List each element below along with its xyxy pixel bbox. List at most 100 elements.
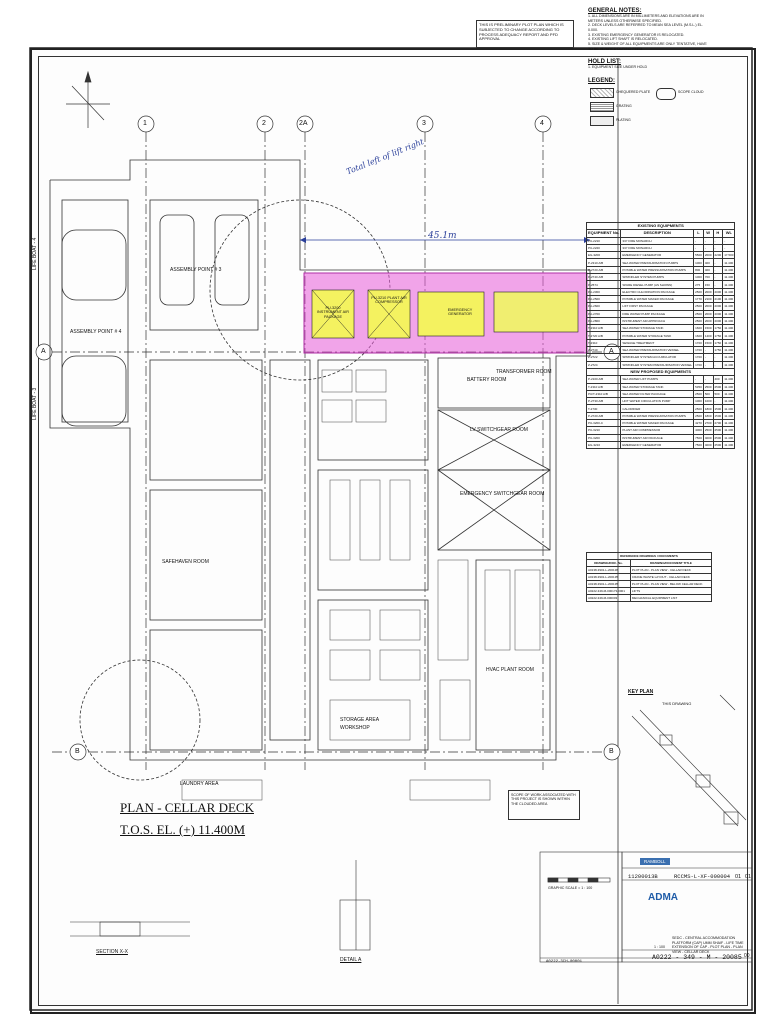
title-description: SEDC - CENTRAL ACCOMMODATION PLATFORM (C…	[672, 936, 744, 955]
table-cell: SPRINKLER SYSTEM ACCUMULATOR	[620, 353, 695, 362]
table-cell: 2200	[712, 251, 724, 260]
table-cell: POTABLE WATER PRESSURISATION PUMPS	[620, 411, 695, 421]
table-cell: SEA WATER LIFT PUMPS	[620, 375, 695, 384]
room-label: HVAC PLANT ROOM	[486, 667, 534, 673]
table-cell: 5350	[693, 382, 704, 391]
table-cell: 7500	[693, 433, 704, 442]
table-cell: POTABLE WATER MAKER PACKAGE	[620, 294, 695, 304]
table-cell: P-2730 A/B	[585, 397, 622, 406]
project-number: 11200013B	[628, 873, 658, 880]
table-cell: -	[712, 273, 724, 282]
general-notes-title: GENERAL NOTES:	[588, 8, 642, 14]
table-cell: 11.400	[722, 404, 736, 413]
table-cell: 800	[693, 265, 704, 275]
table-cell: -	[712, 243, 724, 253]
grid-col-4: 4	[540, 120, 544, 127]
handwritten-dimension: 45.1m	[428, 231, 457, 241]
table-cell: 1500	[712, 404, 724, 413]
table-cell: 2000	[702, 251, 714, 260]
bottom-code: A0222-3CH-00001	[546, 960, 583, 964]
table-cell: 11.400	[722, 426, 736, 435]
table-cell: 400	[712, 375, 724, 384]
table-cell: HOT WATER CIRCULATION PUMP	[620, 397, 695, 406]
table-cell: PU-2210	[585, 236, 622, 245]
table-cell: 2000	[712, 287, 724, 296]
key-plan-diagram	[631, 694, 747, 827]
table-cell: 275	[693, 280, 704, 289]
equipment-label: PU-3210 PLANT AIR COMPRESSOR	[371, 296, 407, 305]
table-cell: 2500	[712, 433, 724, 442]
table-cell: INSTRUMENT AIR APPROACH	[620, 316, 695, 326]
table-cell: 3/4" FIRE MONARCH	[620, 236, 695, 245]
table-cell: 2500	[693, 302, 704, 311]
table-cell: 1000	[693, 397, 704, 406]
table-cell: 1750	[712, 346, 724, 355]
table-cell: SPRINKLER SYSTEM PUMPS	[620, 273, 695, 282]
table-cell: -	[712, 236, 724, 245]
table-cell: 2500	[693, 404, 704, 413]
table-cell: 11.400	[722, 302, 736, 311]
table-cell: 1700	[693, 353, 704, 362]
table-cell: 2000	[712, 302, 724, 311]
legend-title: LEGEND:	[588, 78, 615, 85]
table-cell: 2500	[693, 411, 704, 421]
table-cell: SEA WATER STORAGE TANK	[620, 324, 695, 333]
equipment-label: EMERGENCY GENERATOR	[447, 308, 473, 317]
table-cell: 1600	[693, 331, 704, 340]
table-cell: P-2100 A/B	[585, 375, 622, 384]
table-header: EQUIPMENT No.	[585, 229, 622, 238]
table-cell: SPRINKLER SYSTEM PRESSURISATION VESSEL	[620, 360, 695, 369]
table-cell: 11.400	[722, 265, 736, 275]
table-cell: 5500	[693, 251, 704, 260]
table-cell: 2700	[702, 418, 714, 428]
table-cell: 11.400	[722, 273, 736, 282]
table-cell: SEWAGE TREATMENT	[620, 338, 695, 348]
table-cell: 1750	[712, 331, 724, 340]
table-cell: 3/4" FIRE MONARCH	[620, 243, 695, 253]
table-cell: 2500	[712, 382, 724, 391]
grid-col-2a: 2A	[299, 120, 308, 127]
table-cell: 11.400	[722, 346, 736, 355]
table-cell: T-2310 A/B	[585, 382, 622, 391]
table-cell: 1000	[693, 273, 704, 282]
table-cell: 4000	[693, 426, 704, 435]
table-cell: 2000	[712, 309, 724, 318]
table-cell: T-2730	[585, 404, 622, 413]
table-cell: 4000	[702, 433, 714, 442]
grid-row-b-right: B	[609, 748, 614, 755]
room-label: TRANSFORMER ROOM	[496, 369, 552, 375]
table-cell: 150	[702, 280, 714, 289]
grid-row-a: A	[41, 348, 46, 355]
key-plan-label: THIS DRAWING	[662, 701, 692, 706]
room-label: EMERGENCY SWITCHGEAR ROOM	[460, 491, 545, 497]
reference-title: REFERENCE DRAWINGS / DOCUMENTS	[586, 552, 712, 560]
grid-col-3: 3	[422, 120, 426, 127]
table-cell: -	[702, 353, 714, 362]
legend-label: GRATING	[616, 104, 632, 109]
table-cell: 1700	[693, 360, 704, 369]
table-cell: INSTRUMENT AIR PACKAGE	[620, 433, 695, 442]
revision: 01	[735, 874, 742, 880]
table-cell: 2500	[712, 426, 724, 435]
table-cell: 2500	[693, 389, 704, 399]
room-label: ASSEMBLY POINT # 3	[170, 267, 222, 273]
table-header: DRAWING/DOCUMENT TITLE	[629, 559, 713, 567]
section-label: SECTION X-X	[96, 949, 128, 955]
table-cell: PU-3210	[585, 426, 622, 435]
room-label: LIFE BOAT - 4	[32, 237, 38, 270]
table-cell: PU-2700	[585, 309, 622, 318]
table-cell: Z-2724	[585, 360, 622, 369]
table-cell: 1500	[712, 411, 724, 421]
